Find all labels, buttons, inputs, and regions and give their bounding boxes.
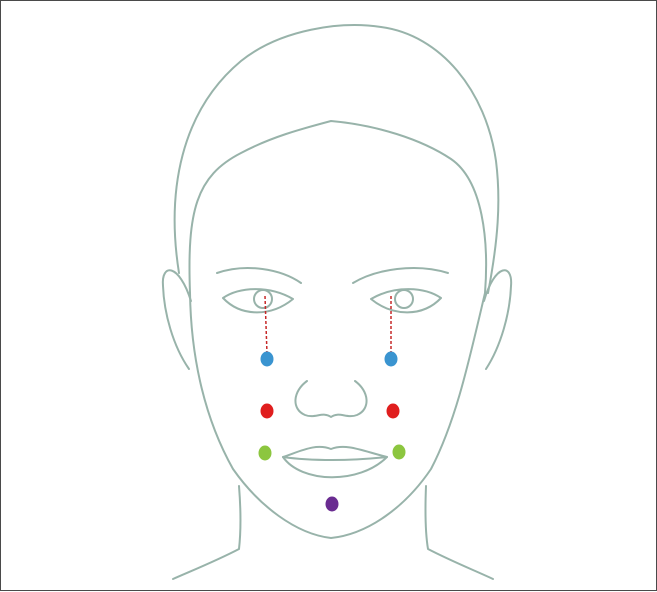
marker-green-right [393, 445, 406, 460]
hairline [189, 121, 486, 293]
right-ear [484, 270, 511, 369]
nose [295, 381, 366, 417]
right-eyebrow [353, 268, 448, 283]
marker-red-right [387, 404, 400, 419]
right-iris [395, 290, 413, 308]
upper-lip [283, 447, 387, 460]
neck-right [425, 486, 493, 579]
right-eye [371, 289, 441, 312]
left-iris [254, 290, 272, 308]
left-eyebrow [217, 268, 301, 283]
marker-green-left [259, 446, 272, 461]
left-ear [163, 270, 191, 369]
marker-red-left [261, 404, 274, 419]
neck-left [173, 486, 241, 579]
marker-blue-right [385, 352, 398, 367]
left-guide-line [265, 296, 267, 354]
marker-blue-left [261, 352, 274, 367]
marker-purple-chin [326, 497, 339, 512]
